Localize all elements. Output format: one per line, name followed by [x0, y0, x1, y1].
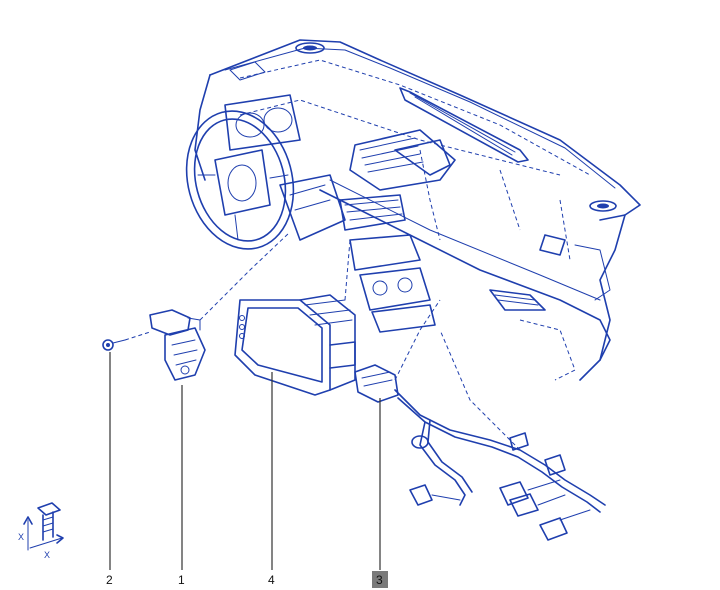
callout-3[interactable]: 3 [372, 571, 388, 588]
dashboard-assembly [194, 39, 641, 381]
callout-1[interactable]: 1 [178, 573, 185, 587]
part-4-multimedia-screen [234, 239, 356, 396]
part-2-screw [102, 331, 151, 351]
part-1-control-module [149, 231, 291, 381]
callout-3-highlight-box [372, 571, 388, 588]
torque-bolt-symbol: X X [18, 502, 64, 560]
callout-2[interactable]: 2 [106, 573, 113, 587]
torque-x-label-right: X [44, 550, 50, 560]
callout-1-label: 1 [178, 573, 185, 587]
steering-wheel [185, 110, 295, 250]
callout-2-label: 2 [106, 573, 113, 587]
callout-4[interactable]: 4 [268, 573, 275, 587]
leader-lines [109, 352, 381, 570]
callout-3-label: 3 [376, 573, 383, 587]
part-3-wiring-harness [354, 299, 606, 541]
callout-4-label: 4 [268, 573, 275, 587]
torque-x-label-left: X [18, 532, 24, 542]
